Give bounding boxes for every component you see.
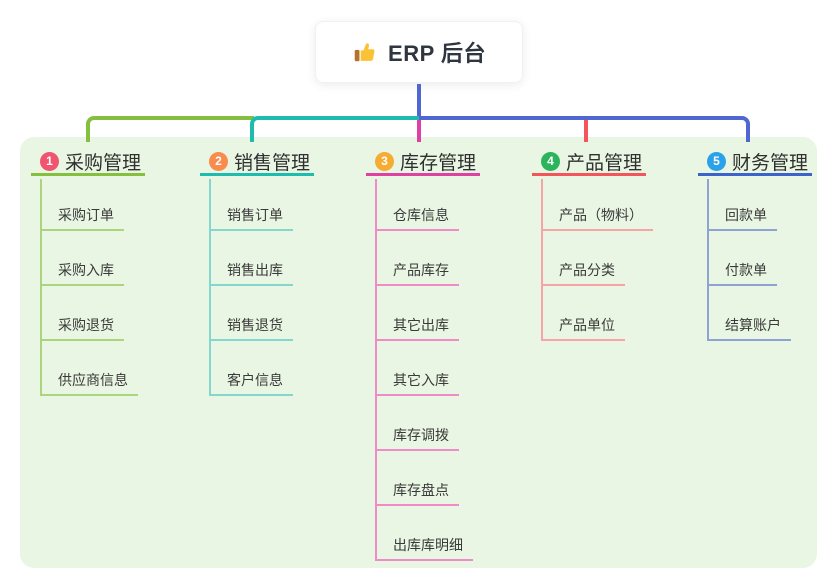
connector-branch-5 (419, 116, 750, 142)
child-node[interactable]: 仓库信息 (375, 206, 459, 231)
branch-badge: 5 (707, 151, 726, 171)
branch-heading-1[interactable]: 1 采购管理 (31, 149, 145, 176)
branch-spine-5 (707, 179, 709, 341)
branch-badge: 3 (375, 151, 394, 171)
branch-title: 库存管理 (400, 152, 477, 174)
branch-heading-3[interactable]: 3 库存管理 (366, 149, 480, 176)
root-stem-connector (417, 84, 421, 118)
child-node[interactable]: 产品库存 (375, 261, 459, 286)
branch-badge: 4 (541, 151, 560, 171)
connector-branch-3 (417, 120, 421, 142)
child-node[interactable]: 回款单 (707, 206, 777, 231)
child-node[interactable]: 其它入库 (375, 371, 459, 396)
child-node[interactable]: 结算账户 (707, 316, 791, 341)
branches-panel (20, 137, 817, 568)
branch-title: 销售管理 (234, 152, 311, 174)
branch-spine-3 (375, 179, 377, 561)
child-node[interactable]: 供应商信息 (40, 371, 138, 396)
branch-heading-4[interactable]: 4 产品管理 (532, 149, 646, 176)
branch-title: 产品管理 (566, 152, 643, 174)
child-node[interactable]: 销售退货 (209, 316, 293, 341)
child-node[interactable]: 客户信息 (209, 371, 293, 396)
child-node[interactable]: 采购退货 (40, 316, 124, 341)
child-node[interactable]: 采购入库 (40, 261, 124, 286)
child-node[interactable]: 产品（物料） (541, 206, 653, 231)
connector-branch-4 (584, 120, 588, 142)
branch-spine-1 (40, 179, 42, 396)
branch-heading-5[interactable]: 5 财务管理 (698, 149, 812, 176)
branch-title: 财务管理 (732, 152, 809, 174)
child-node[interactable]: 出库库明细 (375, 536, 473, 561)
child-node[interactable]: 销售出库 (209, 261, 293, 286)
thumbs-up-icon (352, 39, 378, 65)
child-node[interactable]: 库存调拨 (375, 426, 459, 451)
branch-heading-2[interactable]: 2 销售管理 (200, 149, 314, 176)
branch-spine-2 (209, 179, 211, 396)
connector-branch-1 (86, 116, 254, 142)
root-node[interactable]: ERP 后台 (315, 21, 523, 83)
branch-badge: 2 (209, 151, 228, 171)
child-node[interactable]: 销售订单 (209, 206, 293, 231)
child-node[interactable]: 采购订单 (40, 206, 124, 231)
branch-spine-4 (541, 179, 543, 341)
child-node[interactable]: 其它出库 (375, 316, 459, 341)
root-title: ERP 后台 (388, 41, 486, 66)
child-node[interactable]: 付款单 (707, 261, 777, 286)
child-node[interactable]: 产品分类 (541, 261, 625, 286)
child-node[interactable]: 产品单位 (541, 316, 625, 341)
connector-branch-2 (250, 116, 419, 142)
branch-title: 采购管理 (65, 152, 142, 174)
child-node[interactable]: 库存盘点 (375, 481, 459, 506)
branch-badge: 1 (40, 151, 59, 171)
